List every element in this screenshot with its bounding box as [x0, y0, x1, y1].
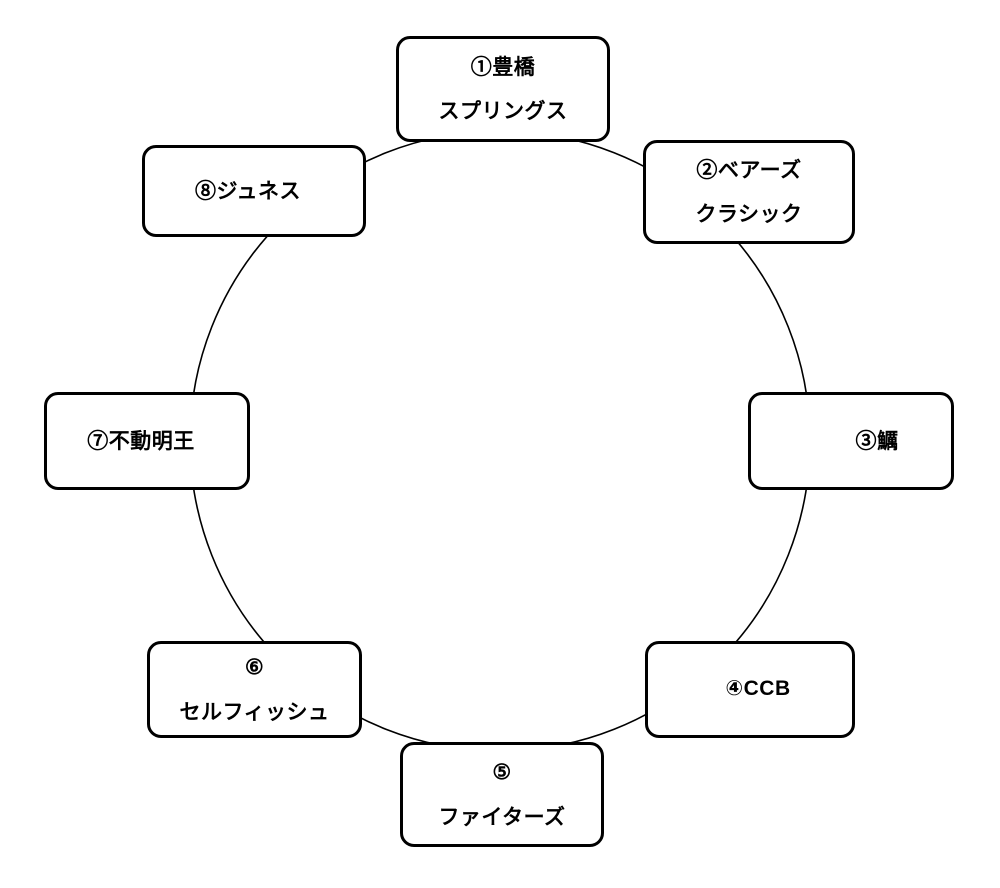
node-1-line-1: ①豊橋 — [470, 54, 536, 79]
node-3-line-1: ③鱱 — [855, 428, 899, 453]
node-6-line-2: セルフィッシュ — [179, 699, 330, 724]
node-shachi[interactable]: ③鱱 — [748, 392, 954, 490]
node-selfish[interactable]: ⑥ セルフィッシュ — [147, 641, 362, 738]
node-5-line-2: ファイターズ — [438, 804, 566, 829]
node-ccb[interactable]: ④CCB — [645, 641, 855, 738]
node-toyohashi-springs[interactable]: ①豊橋 スプリングス — [396, 36, 610, 142]
node-7-line-1: ⑦不動明王 — [87, 428, 195, 453]
node-6-line-1: ⑥ — [244, 655, 265, 680]
node-bears-classic[interactable]: ②ベアーズ クラシック — [643, 140, 855, 244]
node-5-line-1: ⑤ — [492, 760, 512, 785]
node-1-line-2: スプリングス — [438, 99, 568, 123]
node-2-line-2: クラシック — [695, 202, 803, 226]
node-8-line-1: ⑧ジュネス — [194, 178, 302, 203]
node-fighters[interactable]: ⑤ ファイターズ — [400, 742, 604, 847]
node-jeunesse[interactable]: ⑧ジュネス — [142, 145, 366, 237]
node-4-line-1: ④CCB — [725, 677, 791, 701]
node-2-line-1: ②ベアーズ — [696, 157, 802, 182]
node-fudo-myoo[interactable]: ⑦不動明王 — [44, 392, 250, 490]
